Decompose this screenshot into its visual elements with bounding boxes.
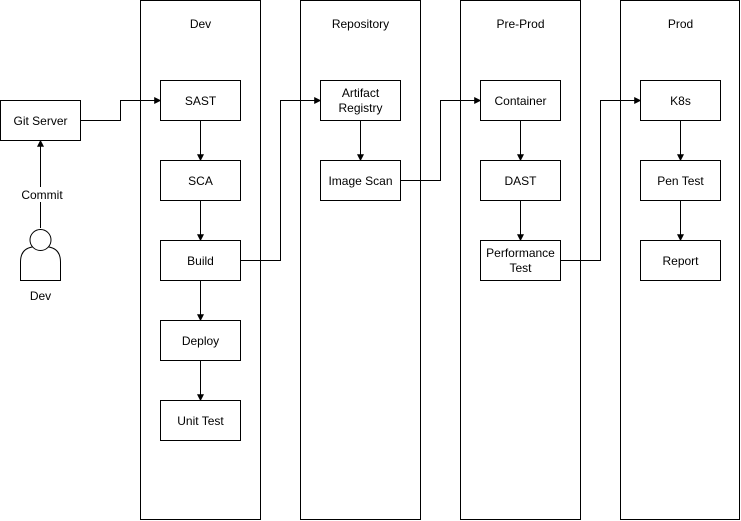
node-build-label: Build bbox=[187, 254, 214, 268]
node-artifact-registry-label-line1: Artifact bbox=[342, 86, 380, 100]
node-sca-label: SCA bbox=[188, 174, 213, 188]
lane-prod-title: Prod bbox=[668, 17, 693, 31]
node-unit-test: Unit Test bbox=[160, 400, 241, 441]
node-container-label: Container bbox=[494, 94, 546, 108]
node-sca: SCA bbox=[160, 160, 241, 201]
node-performance-test-label-line1: Performance bbox=[486, 246, 555, 260]
node-pen-test-label: Pen Test bbox=[657, 174, 704, 188]
node-performance-test-label-line2: Test bbox=[509, 261, 532, 275]
node-report-label: Report bbox=[662, 254, 699, 268]
node-git-server: Git Server bbox=[0, 100, 81, 141]
node-sast: SAST bbox=[160, 80, 241, 121]
lane-dev-title: Dev bbox=[190, 17, 211, 31]
edge-performance-test-to-k8s bbox=[560, 97, 642, 261]
node-deploy-label: Deploy bbox=[182, 334, 219, 348]
lane-repository-title: Repository bbox=[332, 17, 389, 31]
node-report: Report bbox=[640, 240, 721, 281]
node-image-scan: Image Scan bbox=[320, 160, 401, 201]
node-sast-label: SAST bbox=[185, 94, 217, 108]
edge-git-to-sast bbox=[80, 97, 162, 121]
node-k8s: K8s bbox=[640, 80, 721, 121]
lane-preprod-title: Pre-Prod bbox=[496, 17, 544, 31]
node-git-server-label: Git Server bbox=[13, 114, 67, 128]
node-artifact-registry: Artifact Registry bbox=[320, 80, 401, 121]
lane-repository: Repository bbox=[300, 0, 421, 520]
edge-label-commit: Commit bbox=[21, 188, 63, 202]
edges: Commit bbox=[20, 97, 684, 402]
actor-dev: Dev bbox=[20, 229, 61, 303]
node-pen-test: Pen Test bbox=[640, 160, 721, 201]
node-k8s-label: K8s bbox=[670, 94, 691, 108]
node-container: Container bbox=[480, 80, 561, 121]
node-dast: DAST bbox=[480, 160, 561, 201]
node-artifact-registry-label-line2: Registry bbox=[338, 101, 382, 115]
node-performance-test: Performance Test bbox=[480, 240, 561, 281]
node-image-scan-label: Image Scan bbox=[328, 174, 392, 188]
actor-dev-label: Dev bbox=[30, 289, 51, 303]
node-unit-test-label: Unit Test bbox=[177, 414, 224, 428]
node-build: Build bbox=[160, 240, 241, 281]
node-dast-label: DAST bbox=[504, 174, 537, 188]
edge-image-scan-to-container bbox=[400, 97, 482, 181]
node-deploy: Deploy bbox=[160, 320, 241, 361]
edge-build-to-artifact-registry bbox=[240, 97, 322, 261]
user-icon bbox=[20, 229, 61, 281]
